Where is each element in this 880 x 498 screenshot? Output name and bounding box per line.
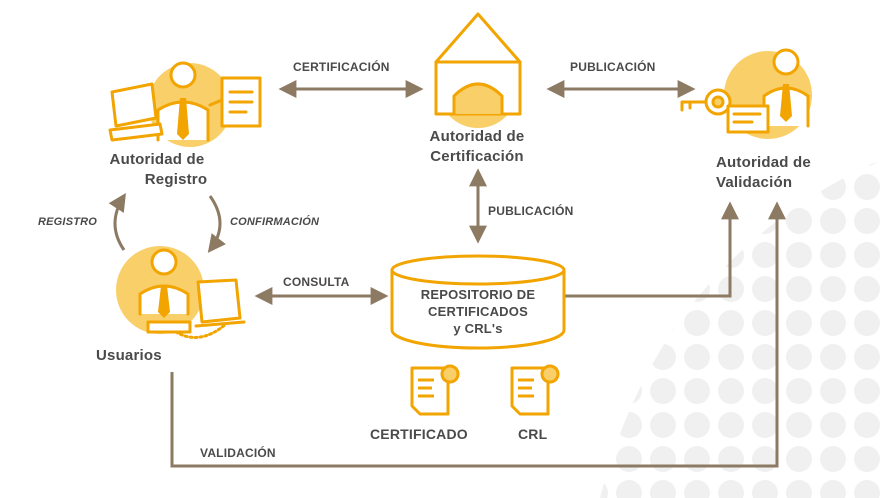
edge-registration-cycle-left xyxy=(108,192,126,251)
registration-authority-label-line2: Registro xyxy=(144,171,208,188)
edge-label-confirmation: CONFIRMACIÓN xyxy=(230,216,320,228)
repository-label-line1: REPOSITORIO DE xyxy=(420,287,536,302)
repository-label-line2: CERTIFICADOS xyxy=(428,304,528,319)
edge-label-certification: CERTIFICACIÓN xyxy=(293,60,390,74)
repository-label-line3: y CRL's xyxy=(453,321,503,336)
certificate-label: CERTIFICADO xyxy=(370,426,468,442)
user-with-computer-icon xyxy=(116,246,246,339)
database-cylinder-icon xyxy=(390,254,566,350)
certificate-document-icon xyxy=(410,364,460,416)
officer-with-key-and-card-icon xyxy=(680,48,812,139)
certification-authority-label-line1: Autoridad de xyxy=(429,128,525,145)
validation-authority-label-line2: Validación xyxy=(716,174,793,191)
crl-document-icon xyxy=(510,364,560,416)
repository-label: REPOSITORIO DE CERTIFICADOS y CRL's xyxy=(392,286,564,337)
edge-label-publication-vertical: PUBLICACIÓN xyxy=(488,204,574,218)
registration-authority-label-line1: Autoridad de xyxy=(109,151,205,168)
edge-label-registration: REGISTRO xyxy=(38,216,98,228)
officer-with-computer-and-document-icon xyxy=(108,61,262,147)
certification-authority-label: Autoridad de Certificación xyxy=(412,127,542,167)
crl-label: CRL xyxy=(518,426,548,442)
registration-authority-label: Autoridad de Registro xyxy=(92,150,222,190)
validation-authority-label: Autoridad de Validación xyxy=(716,153,836,193)
background-dot-pattern xyxy=(600,160,880,498)
validation-authority-label-line1: Autoridad de xyxy=(716,154,811,171)
edge-label-publication-top: PUBLICACIÓN xyxy=(570,60,656,74)
edge-label-query: CONSULTA xyxy=(283,275,350,289)
users-label: Usuarios xyxy=(96,347,162,364)
edge-label-validation: VALIDACIÓN xyxy=(200,446,276,460)
edge-confirmation-cycle-right xyxy=(207,195,226,253)
building-icon xyxy=(434,12,522,128)
certification-authority-label-line2: Certificación xyxy=(430,148,524,165)
edges xyxy=(108,80,786,468)
edge-validation xyxy=(170,201,786,468)
edge-repository-to-validation xyxy=(562,201,739,298)
